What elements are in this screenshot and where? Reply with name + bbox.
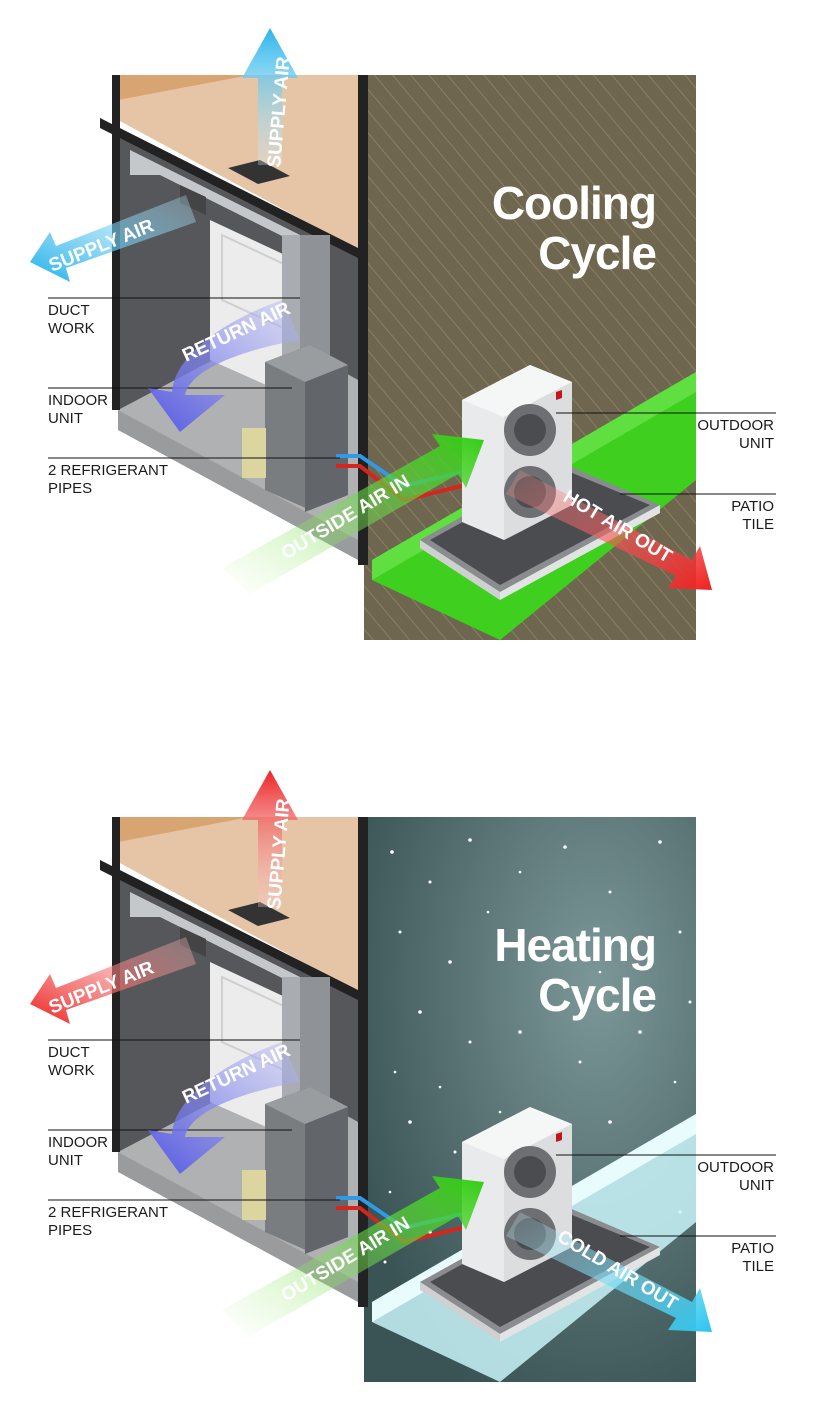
return-air-arrow bbox=[148, 1042, 300, 1174]
duct-work bbox=[130, 892, 330, 1002]
cycle-title: Cooling Cycle bbox=[470, 177, 657, 279]
indoor-unit-label: INDOOR UNIT bbox=[48, 1134, 108, 1169]
exhaust-air-arrow bbox=[506, 470, 712, 590]
cycle-title-line1: Cooling bbox=[491, 177, 657, 229]
cycle-title-line2: Cycle bbox=[538, 969, 657, 1021]
outside-air-in-arrow bbox=[222, 1176, 484, 1336]
duct-work-label: DUCT WORK bbox=[48, 1044, 95, 1079]
return-air-arrow bbox=[148, 300, 300, 432]
exhaust-air-arrow bbox=[506, 1212, 712, 1332]
cooling-scene: RETURN AIR SUPPLY AIR SUPPLY AIR OUTSIDE… bbox=[30, 28, 776, 640]
cooling-cycle-panel: RETURN AIR SUPPLY AIR SUPPLY AIR OUTSIDE… bbox=[0, 0, 814, 660]
supply-air-up-arrow bbox=[242, 28, 298, 165]
ceiling-vent bbox=[228, 902, 290, 926]
cycle-title-line2: Cycle bbox=[538, 227, 657, 279]
cycle-title-line1: Heating bbox=[494, 919, 657, 971]
supply-air-left-arrow bbox=[30, 937, 196, 1024]
wall-section bbox=[358, 75, 368, 565]
cycle-title: Heating Cycle bbox=[470, 919, 657, 1021]
heating-cycle-panel: RETURN AIR SUPPLY AIR SUPPLY AIR OUTSIDE… bbox=[0, 742, 814, 1402]
supply-air-up-arrow bbox=[242, 770, 298, 907]
supply-air-left-arrow bbox=[30, 195, 196, 282]
duct-work-label: DUCT WORK bbox=[48, 302, 95, 337]
heating-scene: RETURN AIR SUPPLY AIR SUPPLY AIR OUTSIDE… bbox=[30, 770, 776, 1382]
indoor-unit-label: INDOOR UNIT bbox=[48, 392, 108, 427]
patio-tile-label: PATIO TILE bbox=[731, 498, 774, 533]
wall-section bbox=[358, 817, 368, 1307]
refrigerant-pipes-label: 2 REFRIGERANT PIPES bbox=[48, 462, 169, 497]
upper-floor bbox=[118, 817, 358, 992]
upper-floor bbox=[118, 75, 358, 250]
ceiling-vent bbox=[228, 160, 290, 184]
outdoor-unit-label: OUTDOOR UNIT bbox=[697, 417, 774, 452]
refrigerant-pipes-label: 2 REFRIGERANT PIPES bbox=[48, 1204, 169, 1239]
duct-work bbox=[130, 150, 330, 260]
patio-tile-label: PATIO TILE bbox=[731, 1240, 774, 1275]
outdoor-unit-label: OUTDOOR UNIT bbox=[697, 1159, 774, 1194]
outside-air-in-arrow bbox=[222, 434, 484, 594]
